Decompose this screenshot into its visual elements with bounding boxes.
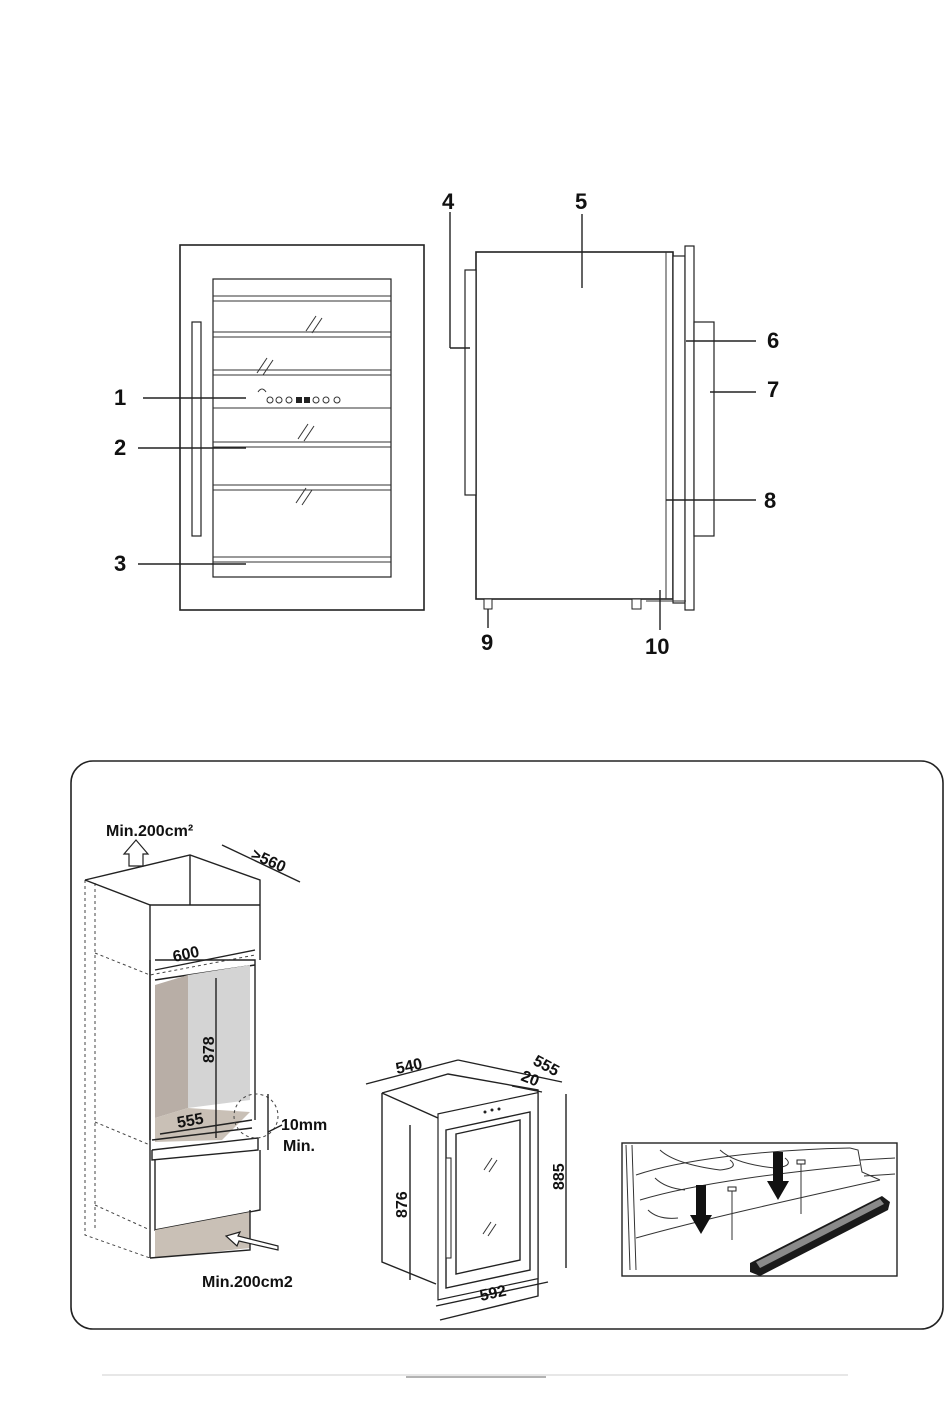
callout-5: 5 <box>575 189 587 214</box>
side-view-door <box>673 256 685 603</box>
appliance-door <box>438 1093 538 1300</box>
side-view-body <box>476 252 673 599</box>
callout-10: 10 <box>645 634 669 659</box>
side-view: 4 5 6 7 8 9 10 <box>442 189 779 659</box>
side-view-door-trim <box>685 246 694 610</box>
niche-vent-top-label: Min.200cm² <box>106 823 193 840</box>
callout-3: 3 <box>114 551 126 576</box>
niche-height-label: 878 <box>201 1036 218 1063</box>
front-view: 1 2 3 <box>114 245 424 610</box>
side-view-back-rail <box>465 270 476 495</box>
front-foot <box>484 599 492 609</box>
niche-gap-label-min: Min. <box>283 1138 315 1155</box>
appliance-total-height-label: 885 <box>551 1163 568 1190</box>
side-view-handle <box>694 322 714 536</box>
rear-foot <box>632 599 641 609</box>
door-handle <box>192 322 201 536</box>
callout-1: 1 <box>114 385 126 410</box>
callout-8: 8 <box>764 488 776 513</box>
niche-back-wall <box>188 965 250 1108</box>
appliance-handle <box>446 1158 451 1258</box>
callout-2: 2 <box>114 435 126 460</box>
front-view-glass <box>213 279 391 577</box>
rail-mounting-detail <box>622 1143 897 1276</box>
callout-4: 4 <box>442 189 455 214</box>
niche-back-wall-left <box>155 975 188 1118</box>
niche-gap-label: 10mm <box>281 1117 327 1134</box>
callout-9: 9 <box>481 630 493 655</box>
appliance-body-height-label: 876 <box>394 1191 411 1218</box>
callout-7: 7 <box>767 377 779 402</box>
callout-6: 6 <box>767 328 779 353</box>
niche-vent-bottom-label: Min.200cm2 <box>202 1274 293 1291</box>
